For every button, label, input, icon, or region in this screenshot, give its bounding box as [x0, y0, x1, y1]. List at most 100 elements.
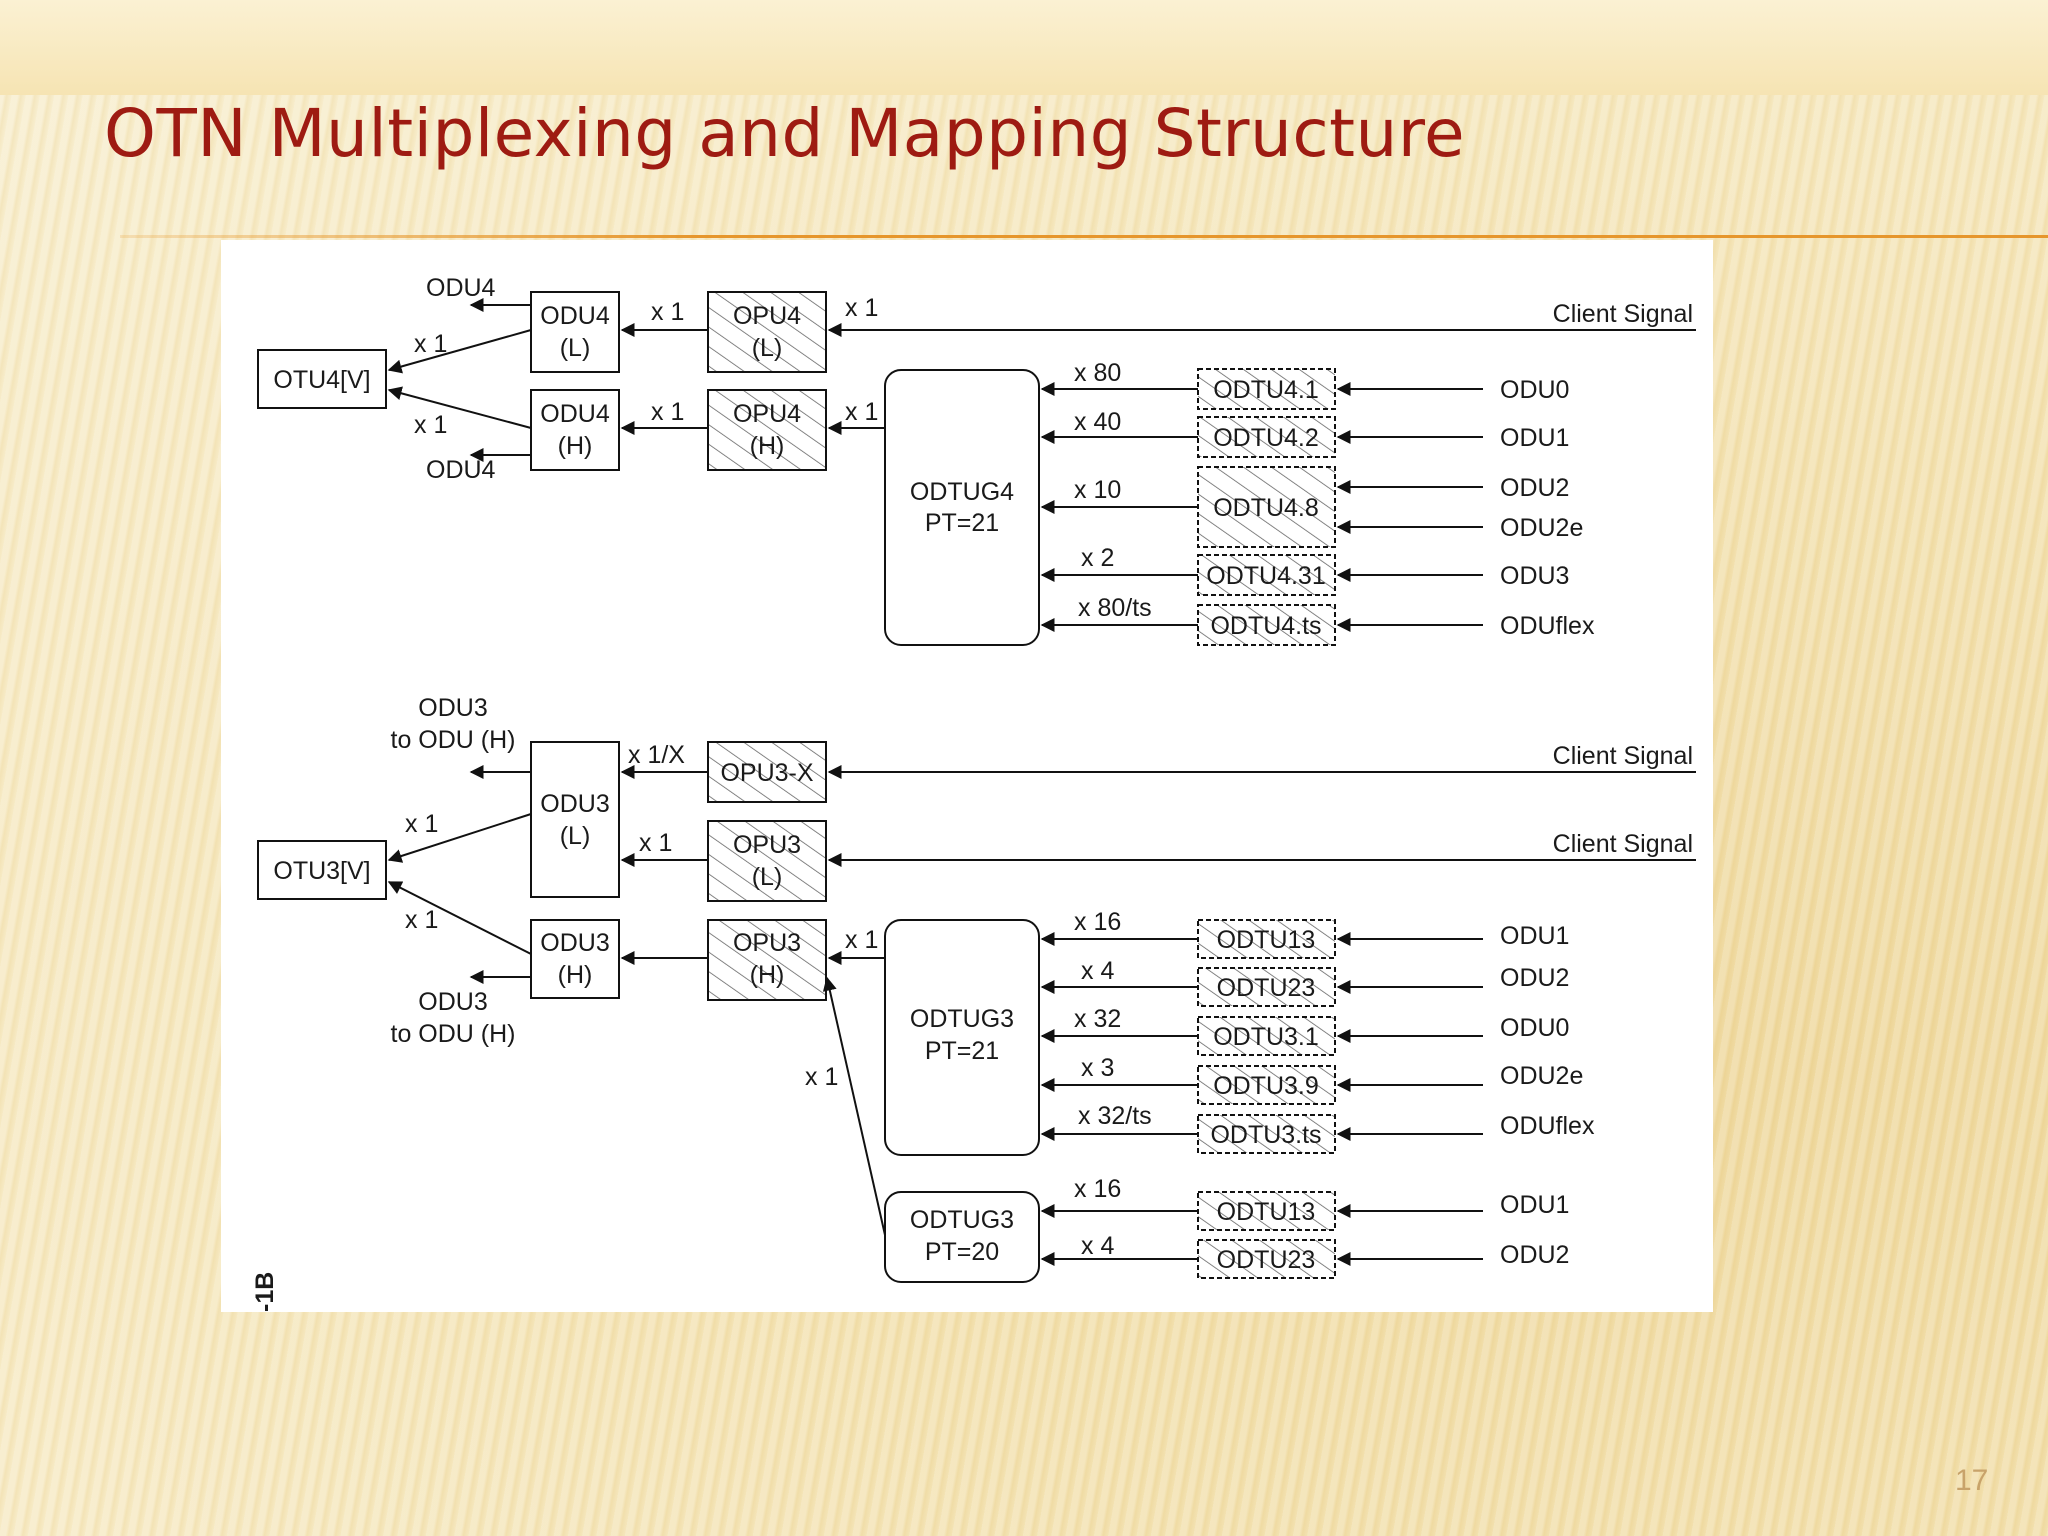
client-odu1-b: ODU1: [1500, 922, 1569, 950]
odtu23-label: ODTU23: [1217, 974, 1316, 1002]
opu3-l-label-1: OPU3: [733, 831, 801, 859]
opu4-h-label-1: OPU4: [733, 400, 801, 428]
mult-odtug3pt20-opu3h: x 1: [805, 1063, 838, 1091]
opu3-h-box: [707, 919, 827, 1001]
odtu13-label: ODTU13: [1217, 926, 1316, 954]
mult-opu3x: x 1/X: [628, 741, 685, 769]
slide-title: OTN Multiplexing and Mapping Structure: [104, 95, 1466, 172]
odtug3-pt20-box: [884, 1191, 1040, 1283]
odtu13-b-box: [1197, 1191, 1336, 1231]
odtu4-ts-label: ODTU4.ts: [1210, 612, 1321, 640]
figure-side-label: -1B: [251, 1272, 279, 1312]
odu4-l-box: [530, 291, 620, 373]
odu4-l-label-2: (L): [560, 334, 591, 362]
otu4-label: OTU4[V]: [273, 366, 370, 394]
client-odu2-b: ODU2: [1500, 964, 1569, 992]
client-odu2-c: ODU2: [1500, 1241, 1569, 1269]
mult-odu4-l: x 1: [651, 298, 684, 326]
odu3-h-label-2: (H): [558, 961, 593, 989]
opu3-x-label: OPU3-X: [720, 759, 813, 787]
opu4-l-label-1: OPU4: [733, 302, 801, 330]
mult-odtu3-9: x 3: [1081, 1054, 1114, 1082]
odu4-h-box: [530, 389, 620, 471]
mult-odtu4-ts: x 80/ts: [1078, 594, 1152, 622]
arrow-odu4h-otu4: [387, 386, 532, 429]
client-oduflex-b: ODUflex: [1500, 1112, 1595, 1140]
client-odu2e: ODU2e: [1500, 514, 1583, 542]
odu3-l-label-1: ODU3: [540, 790, 609, 818]
odtu23-box: [1197, 967, 1336, 1007]
odtug4-label-2: PT=21: [925, 509, 999, 537]
opu4-l-box: [707, 291, 827, 373]
odtu4-31-box: [1197, 554, 1336, 596]
client-odu2e-b: ODU2e: [1500, 1062, 1583, 1090]
odtu4-1-label: ODTU4.1: [1213, 376, 1319, 404]
client-oduflex: ODUflex: [1500, 612, 1595, 640]
mult-odtu4-2: x 40: [1074, 408, 1121, 436]
arrow-odtug3pt20-opu3h: [822, 976, 886, 1236]
odtu13-b-label: ODTU13: [1217, 1198, 1316, 1226]
mult-otu3-h: x 1: [405, 906, 438, 934]
odu4-out-top-label: ODU4: [426, 274, 496, 302]
odtu3-ts-label: ODTU3.ts: [1210, 1121, 1321, 1149]
odtu3-ts-box: [1197, 1114, 1336, 1154]
mult-otu3-l: x 1: [405, 810, 438, 838]
mult-odtu3-1: x 32: [1074, 1005, 1121, 1033]
opu3-h-label-1: OPU3: [733, 929, 801, 957]
client-odu1-c: ODU1: [1500, 1191, 1569, 1219]
mult-otu4-l: x 1: [414, 330, 447, 358]
title-band: [0, 0, 2048, 95]
mult-client-opu4: x 1: [845, 294, 878, 322]
mult-odtu23-b: x 4: [1081, 1232, 1114, 1260]
odtug3-pt20-label-2: PT=20: [925, 1238, 999, 1266]
mult-odtu3-ts: x 32/ts: [1078, 1102, 1152, 1130]
client-signal-bottom-1: Client Signal: [1553, 742, 1693, 770]
client-signal-bottom-2: Client Signal: [1553, 830, 1693, 858]
mult-odtu4-1: x 80: [1074, 359, 1121, 387]
odu4-out-bottom-label: ODU4: [426, 456, 496, 484]
odtu4-8-label: ODTU4.8: [1213, 494, 1319, 522]
mult-odtug3-opu3h: x 1: [845, 926, 878, 954]
client-odu0-b: ODU0: [1500, 1014, 1569, 1042]
mult-odtu23: x 4: [1081, 957, 1114, 985]
odtu4-2-label: ODTU4.2: [1213, 424, 1319, 452]
odtu23-b-box: [1197, 1239, 1336, 1279]
client-signal-top: Client Signal: [1553, 300, 1693, 328]
odtug3-pt21-label-2: PT=21: [925, 1037, 999, 1065]
odu3-l-label-2: (L): [560, 822, 591, 850]
odtu23-b-label: ODTU23: [1217, 1246, 1316, 1274]
odtu4-1-box: [1197, 368, 1336, 410]
odtug3-pt21-box: [884, 919, 1040, 1156]
mult-odtu4-8: x 10: [1074, 476, 1121, 504]
odtug3-pt20-label-1: ODTUG3: [910, 1206, 1014, 1234]
mult-odtug4-opu4: x 1: [845, 398, 878, 426]
otu3-box: [257, 840, 387, 900]
odu3-h-label-1: ODU3: [540, 929, 609, 957]
opu3-l-box: [707, 820, 827, 902]
odtu4-31-label: ODTU4.31: [1206, 562, 1325, 590]
opu4-h-label-2: (H): [750, 432, 785, 460]
client-odu2: ODU2: [1500, 474, 1569, 502]
odu4-h-label-1: ODU4: [540, 400, 610, 428]
odu3-out-top-1: ODU3: [418, 694, 487, 722]
odtu3-9-label: ODTU3.9: [1213, 1072, 1319, 1100]
otu4-box: [257, 349, 387, 409]
opu4-l-label-2: (L): [752, 334, 783, 362]
otu3-label: OTU3[V]: [273, 857, 370, 885]
opu3-l-label-2: (L): [752, 863, 783, 891]
arrow-odu4l-otu4: [387, 329, 532, 374]
mult-odtu4-31: x 2: [1081, 544, 1114, 572]
mult-odtu13-b: x 16: [1074, 1175, 1121, 1203]
odu3-out-top-2: to ODU (H): [391, 726, 516, 754]
odu3-out-bottom-1: ODU3: [418, 988, 487, 1016]
opu4-h-box: [707, 389, 827, 471]
odtu4-2-box: [1197, 416, 1336, 458]
arrow-odu3l-otu3: [387, 813, 532, 863]
odtu4-8-box: [1197, 466, 1336, 548]
page-number: 17: [1955, 1464, 1989, 1497]
client-odu1: ODU1: [1500, 424, 1569, 452]
odtu3-1-label: ODTU3.1: [1213, 1023, 1319, 1051]
odu4-h-label-2: (H): [558, 432, 593, 460]
opu3-h-label-2: (H): [750, 961, 785, 989]
odtu3-1-box: [1197, 1016, 1336, 1056]
